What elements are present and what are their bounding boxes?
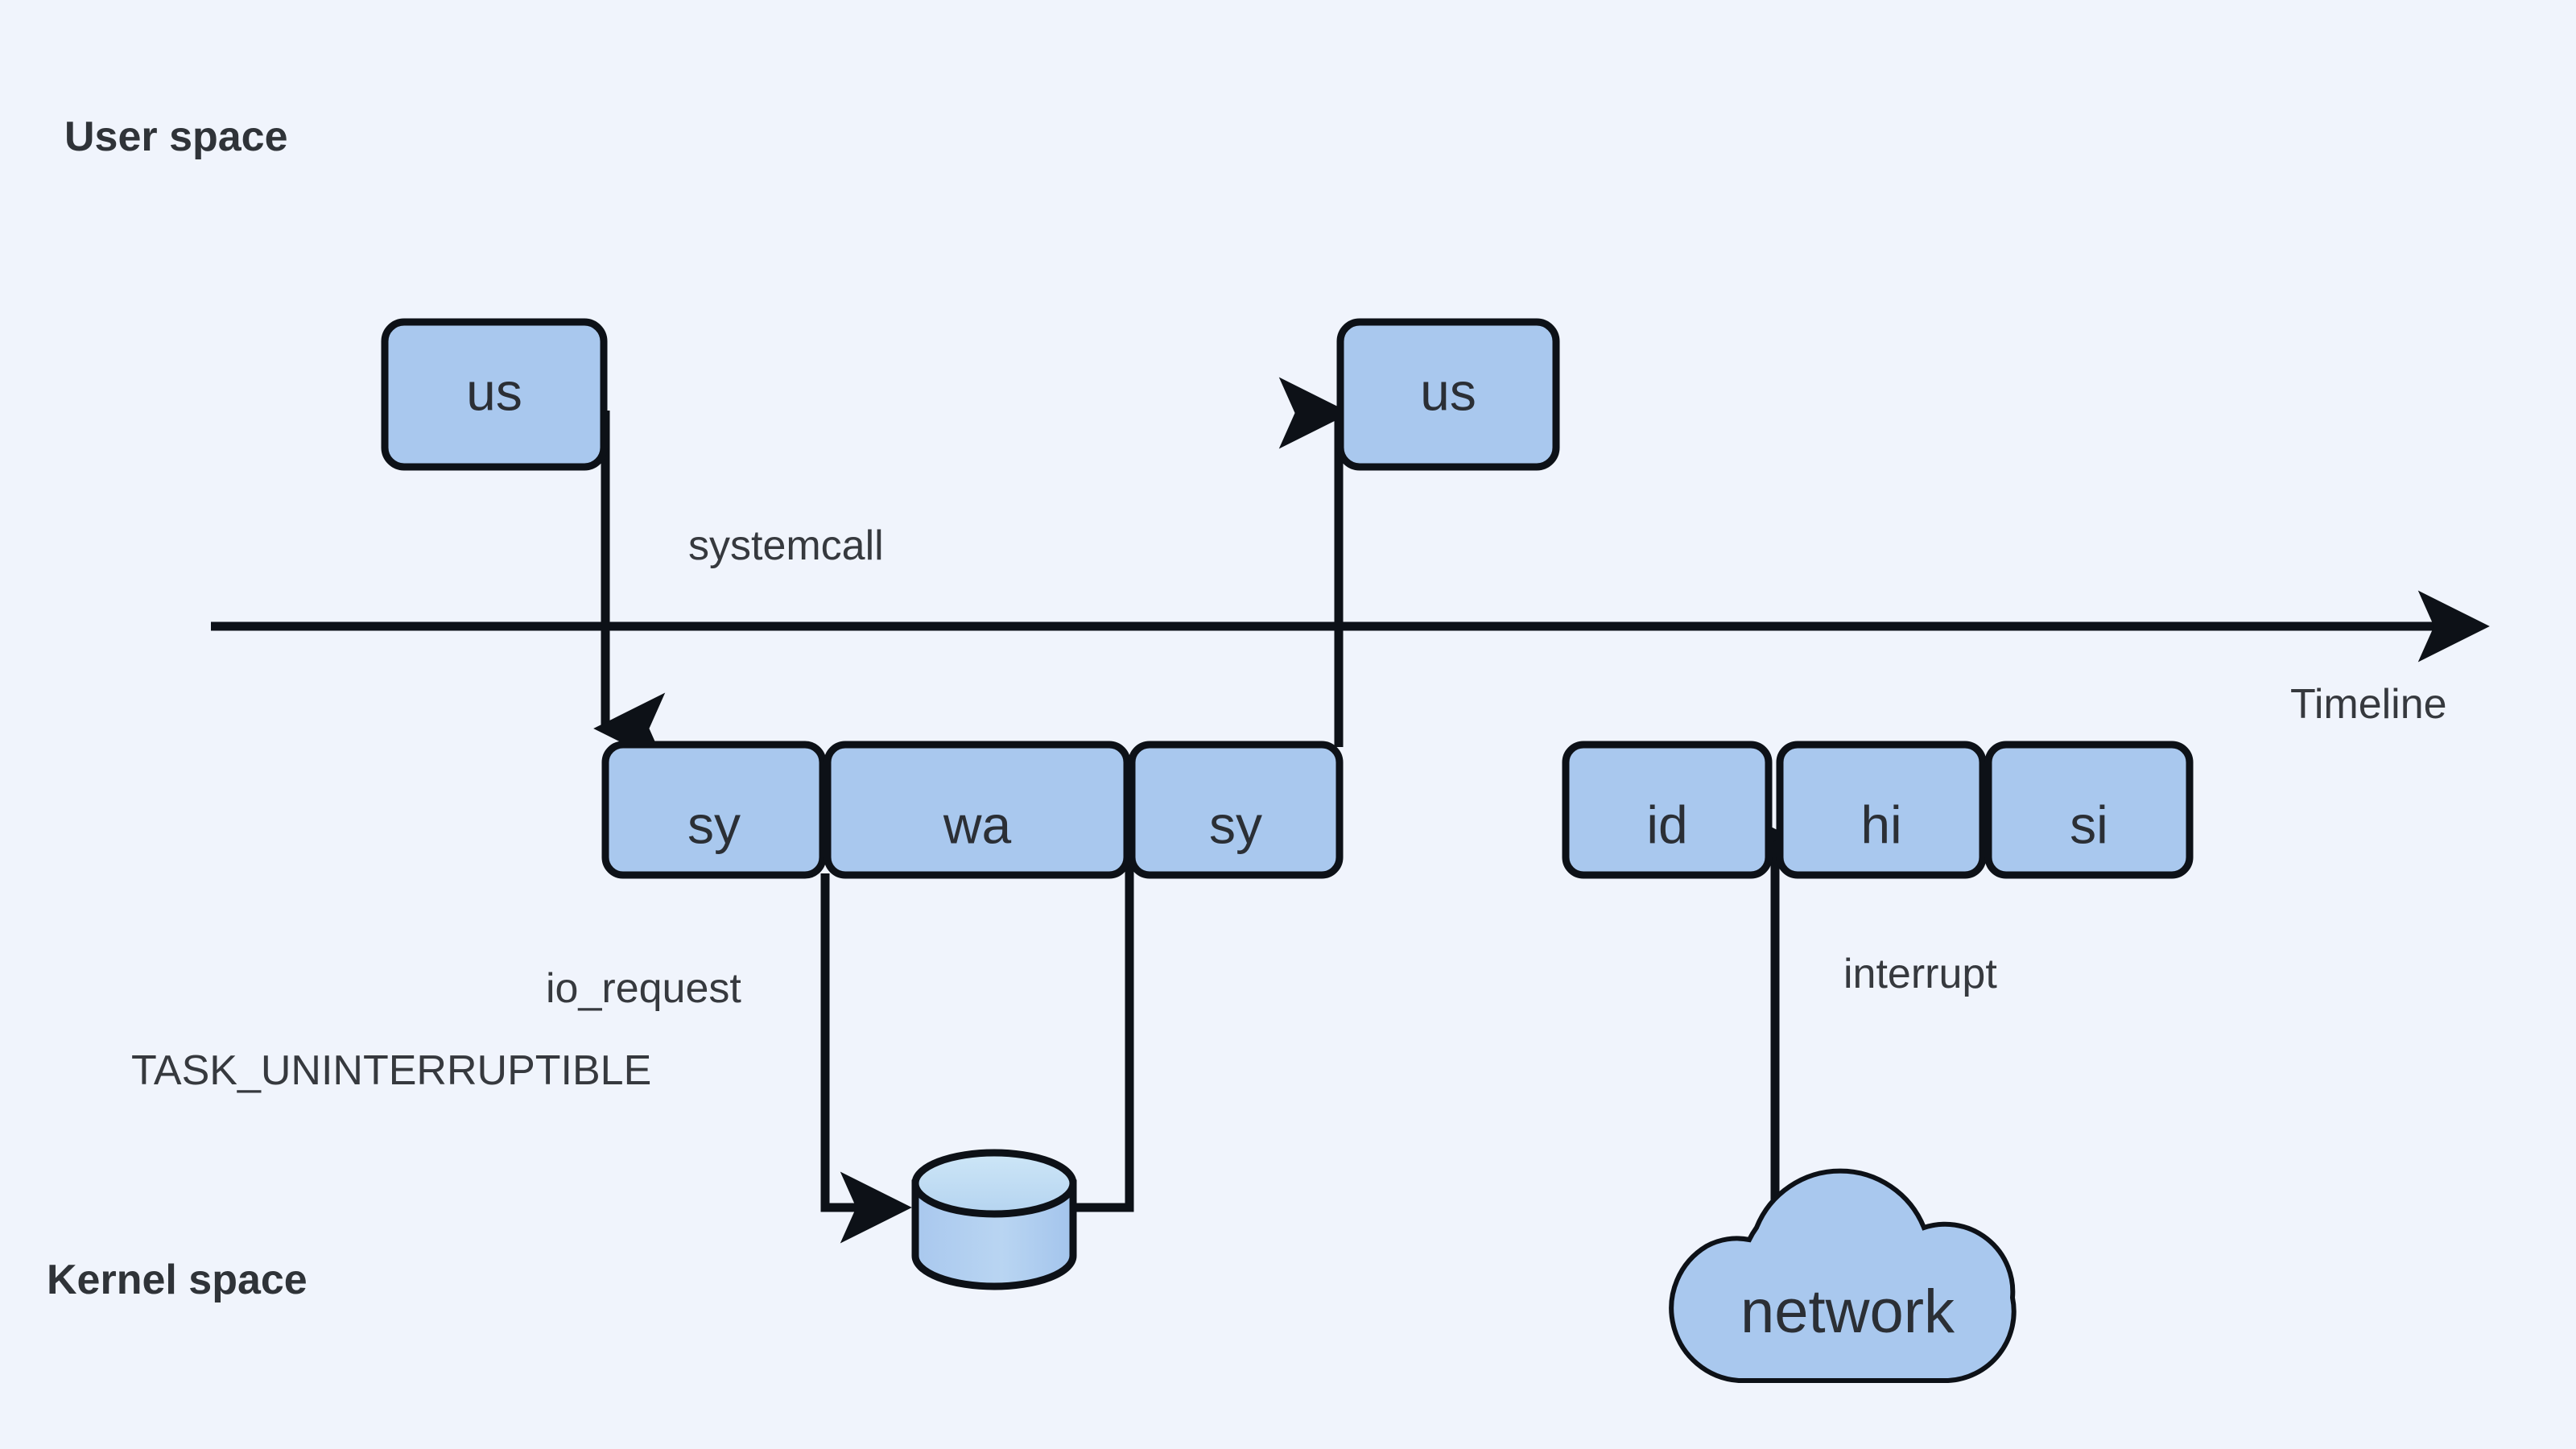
us-2-rect[interactable] xyxy=(1336,318,1560,471)
user-space-label: User space xyxy=(64,114,288,160)
us-1-label: us xyxy=(466,361,522,421)
interrupt-label: interrupt xyxy=(1843,951,1997,997)
wa-1-rect[interactable] xyxy=(824,741,1131,879)
kernel-box-hi-1[interactable]: hi xyxy=(1776,741,1987,879)
si-1-rect[interactable] xyxy=(1984,741,2194,879)
user-box-us-1[interactable]: us xyxy=(381,318,608,471)
kernel-box-si-1[interactable]: si xyxy=(1984,741,2194,879)
network-cloud-label: network xyxy=(1740,1278,1955,1346)
sy-2-label: sy xyxy=(1209,795,1262,854)
systemcall-label: systemcall xyxy=(688,522,884,569)
kernel-box-wa-1[interactable]: wa xyxy=(824,741,1131,879)
sy-2-rect[interactable] xyxy=(1128,741,1344,879)
task-uninterruptible-label: TASK_UNINTERRUPTIBLE xyxy=(131,1047,652,1094)
kernel-box-sy-2[interactable]: sy xyxy=(1128,741,1344,879)
us-2-label: us xyxy=(1420,361,1476,421)
wa-1-label: wa xyxy=(943,795,1012,854)
us-1-rect[interactable] xyxy=(381,318,608,471)
si-1-label: si xyxy=(2070,795,2108,854)
sy-1-label: sy xyxy=(687,795,741,854)
kernel-box-sy-1[interactable]: sy xyxy=(601,741,827,879)
user-box-us-2[interactable]: us xyxy=(1336,318,1560,471)
disk-cylinder-icon[interactable] xyxy=(911,1149,1077,1290)
kernel-box-id-1[interactable]: id xyxy=(1562,741,1773,879)
id-1-rect[interactable] xyxy=(1562,741,1773,879)
network-cloud-icon[interactable]: network xyxy=(1669,1168,2017,1383)
id-1-label: id xyxy=(1646,795,1687,854)
kernel-space-label: Kernel space xyxy=(47,1257,308,1303)
io-request-label: io_request xyxy=(546,965,741,1012)
hi-1-label: hi xyxy=(1860,795,1901,854)
cloud-shape xyxy=(1669,1168,2017,1383)
timeline-label: Timeline xyxy=(2290,681,2447,728)
edge-io-request xyxy=(820,873,912,1244)
edge-disk-return xyxy=(1069,786,1141,1212)
sy-1-rect[interactable] xyxy=(601,741,827,879)
hi-1-rect[interactable] xyxy=(1776,741,1987,879)
cylinder-top xyxy=(911,1149,1077,1218)
